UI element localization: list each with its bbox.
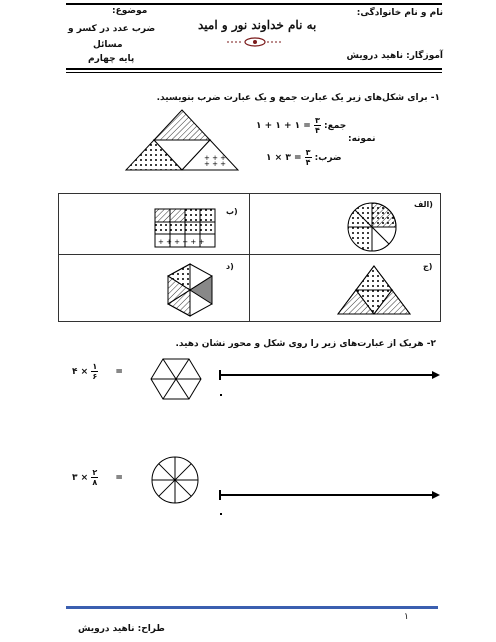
name-label: نام و نام خانوادگی: bbox=[356, 8, 443, 18]
expr1-origin-dot bbox=[220, 394, 222, 396]
teacher-name: آموزگار: ناهید درویش bbox=[346, 51, 443, 61]
sample-triangle-figure: + + + + + + bbox=[124, 109, 240, 171]
expr2-number-line bbox=[219, 490, 440, 500]
mult-equals: = bbox=[293, 153, 302, 163]
designer-label: طراح: ناهید درویش bbox=[78, 624, 165, 634]
page-title: به نام خداوند نور و امید bbox=[198, 18, 317, 32]
label-jim: ج) bbox=[423, 262, 433, 271]
sum-equals: = bbox=[303, 121, 311, 131]
sum-label: جمع: bbox=[323, 121, 347, 131]
expr2-origin-dot bbox=[220, 513, 222, 515]
be-grid-figure: + + + + + + bbox=[154, 208, 216, 248]
expr2-equals: = bbox=[115, 473, 123, 483]
svg-text:+ + +: + + + bbox=[204, 160, 226, 168]
topic-line-1: ضرب عدد در کسر و bbox=[68, 24, 156, 34]
q2-text: هریک از عبارت‌های زیر را روی شکل و محور … bbox=[175, 339, 424, 349]
alef-circle-figure bbox=[347, 202, 397, 252]
dal-hexagon-figure bbox=[167, 263, 213, 317]
expr2-circle bbox=[151, 456, 199, 504]
header-bottom-rule-2 bbox=[66, 72, 442, 73]
expr1-equals: = bbox=[115, 367, 123, 377]
page-number: ۱ bbox=[404, 612, 409, 622]
topic-label: موضوع: bbox=[112, 6, 148, 16]
expr1-whole: ۴ × bbox=[72, 367, 89, 377]
grade-label: پایه چهارم bbox=[88, 54, 135, 64]
label-dal: د) bbox=[226, 262, 234, 271]
mult-rhs: ۳ × ۱ bbox=[266, 153, 291, 163]
expr1-hexagon bbox=[150, 358, 202, 400]
mult-label: ضرب: bbox=[314, 153, 342, 163]
cell-alef bbox=[249, 193, 441, 255]
q1-instruction: ۱- برای شکل‌های زیر یک عبارت جمع و یک عب… bbox=[157, 93, 440, 103]
sample-label: نمونه: bbox=[348, 134, 376, 144]
svg-text:+ + +: + + + bbox=[204, 154, 226, 162]
expr2-whole: ۳ × bbox=[72, 473, 89, 483]
expr1-number-line bbox=[219, 370, 440, 380]
header-top-rule bbox=[66, 3, 442, 5]
sum-rhs: ۱ + ۱ + ۱ bbox=[256, 121, 301, 131]
label-be: ب) bbox=[226, 207, 238, 216]
footer-rule bbox=[66, 606, 438, 609]
q2-number: ۲- bbox=[426, 339, 436, 349]
cell-dal bbox=[58, 254, 250, 322]
jim-triangle-figure bbox=[337, 265, 411, 315]
cell-jim bbox=[249, 254, 441, 322]
svg-text:+ + + + + +: + + + + + + bbox=[158, 238, 204, 246]
q2-instruction: ۲- هریک از عبارت‌های زیر را روی شکل و مح… bbox=[175, 339, 436, 349]
ornament-icon bbox=[227, 37, 283, 47]
header-bottom-rule bbox=[66, 68, 442, 70]
topic-line-2: مسائل bbox=[93, 40, 123, 50]
q1-text: برای شکل‌های زیر یک عبارت جمع و یک عبارت… bbox=[156, 93, 428, 103]
label-alef: الف) bbox=[414, 200, 433, 209]
q1-number: ۱- bbox=[430, 93, 440, 103]
